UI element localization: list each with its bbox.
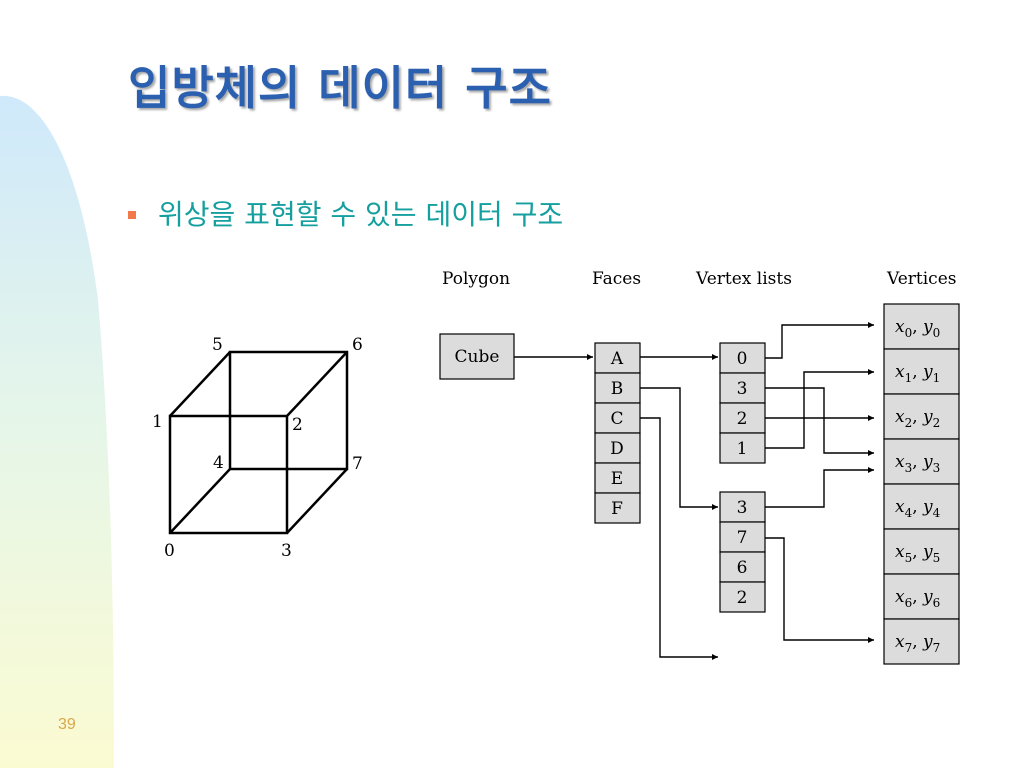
arrow-b-to-list bbox=[640, 387, 718, 510]
cube-label-4: 4 bbox=[213, 453, 224, 473]
vertex-7: x7, y7 bbox=[895, 632, 940, 655]
vertex-2: x2, y2 bbox=[895, 407, 940, 430]
vertex-list-a-item: 0 bbox=[737, 349, 748, 369]
polygon-label: Cube bbox=[455, 347, 500, 367]
cube-label-1: 1 bbox=[152, 412, 163, 432]
cube-edge bbox=[169, 351, 231, 417]
arrow-0-to-v0 bbox=[765, 322, 874, 359]
arrow-7-to-v7 bbox=[765, 537, 874, 643]
bullet-marker bbox=[128, 211, 136, 219]
polygon-box bbox=[439, 333, 515, 380]
arrow-3-to-v3 bbox=[765, 387, 874, 456]
face-e: E bbox=[611, 469, 623, 489]
vertex-list-b-item: 3 bbox=[737, 498, 748, 518]
face-a: A bbox=[610, 349, 624, 369]
cube-label-0: 0 bbox=[164, 541, 175, 561]
vertex-list-b-item: 6 bbox=[737, 558, 748, 578]
cube-label-7: 7 bbox=[352, 454, 363, 474]
face-cell-e bbox=[594, 462, 641, 494]
cube-label-2: 2 bbox=[292, 415, 303, 435]
face-f: F bbox=[611, 499, 623, 519]
cube-edge bbox=[286, 351, 348, 417]
cube-edge bbox=[169, 468, 231, 534]
cube-front-face bbox=[168, 414, 289, 535]
cube-edge bbox=[286, 468, 348, 534]
header-vertices: Vertices bbox=[886, 269, 956, 289]
vertex-list-b bbox=[719, 491, 766, 613]
pointer-arrows bbox=[514, 322, 874, 660]
page-number: 39 bbox=[58, 716, 76, 733]
header-faces: Faces bbox=[592, 269, 641, 289]
arrow-3b-to-v3 bbox=[765, 467, 874, 508]
vertex-list-a-item: 3 bbox=[737, 379, 748, 399]
face-cell-f bbox=[594, 492, 641, 524]
arrow-1-to-v1 bbox=[765, 369, 874, 449]
vertex-0: x0, y0 bbox=[895, 317, 940, 340]
vertex-5: x5, y5 bbox=[895, 542, 940, 565]
face-d: D bbox=[610, 439, 624, 459]
vertex-4: x4, y4 bbox=[895, 497, 941, 520]
vertices-column bbox=[883, 303, 960, 665]
vertex-list-a-item: 1 bbox=[737, 439, 748, 459]
faces-column bbox=[594, 342, 641, 524]
vertex-list-b-item: 7 bbox=[737, 528, 748, 548]
face-cell-a bbox=[594, 342, 641, 374]
cube-back-face bbox=[228, 350, 349, 471]
face-cell-d bbox=[594, 432, 641, 464]
vertex-1: x1, y1 bbox=[895, 362, 940, 385]
header-polygon: Polygon bbox=[442, 269, 510, 289]
arrow-c-to-none bbox=[640, 417, 718, 660]
vertex-3: x3, y3 bbox=[895, 452, 940, 475]
slide-title: 입방체의 데이터 구조 bbox=[128, 61, 552, 115]
vertex-list-a-item: 2 bbox=[737, 409, 748, 429]
vertex-list-b-item: 2 bbox=[737, 588, 748, 608]
bullet-text: 위상을 표현할 수 있는 데이터 구조 bbox=[158, 198, 564, 231]
face-b: B bbox=[611, 379, 624, 399]
face-c: C bbox=[610, 409, 623, 429]
cube-wireframe bbox=[168, 350, 349, 535]
vertex-6: x6, y6 bbox=[895, 587, 940, 610]
cube-label-6: 6 bbox=[352, 335, 363, 355]
cube-label-5: 5 bbox=[212, 335, 223, 355]
cube-label-3: 3 bbox=[281, 541, 292, 561]
header-vertex-lists: Vertex lists bbox=[695, 269, 792, 289]
